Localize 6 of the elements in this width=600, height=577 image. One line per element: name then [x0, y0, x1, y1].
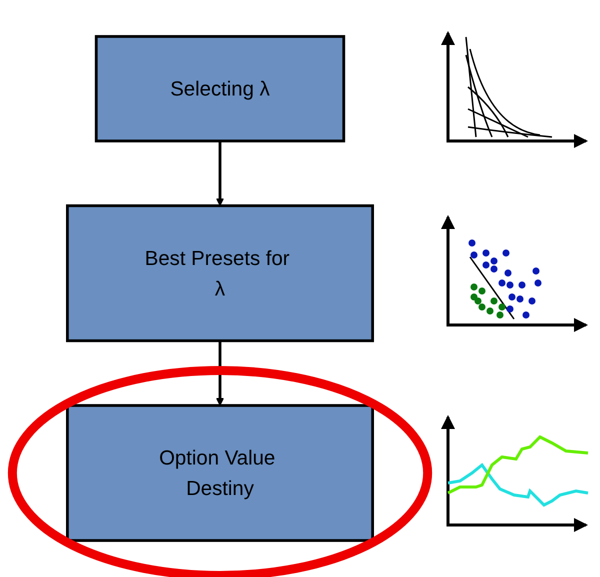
node-box — [94, 35, 346, 142]
arrow — [216, 140, 224, 206]
arrow — [216, 340, 224, 406]
node-box — [66, 404, 374, 542]
node-box — [66, 204, 374, 342]
flowchart: Selecting λ Best Presets for λ Option Value Destiny — [60, 0, 380, 577]
